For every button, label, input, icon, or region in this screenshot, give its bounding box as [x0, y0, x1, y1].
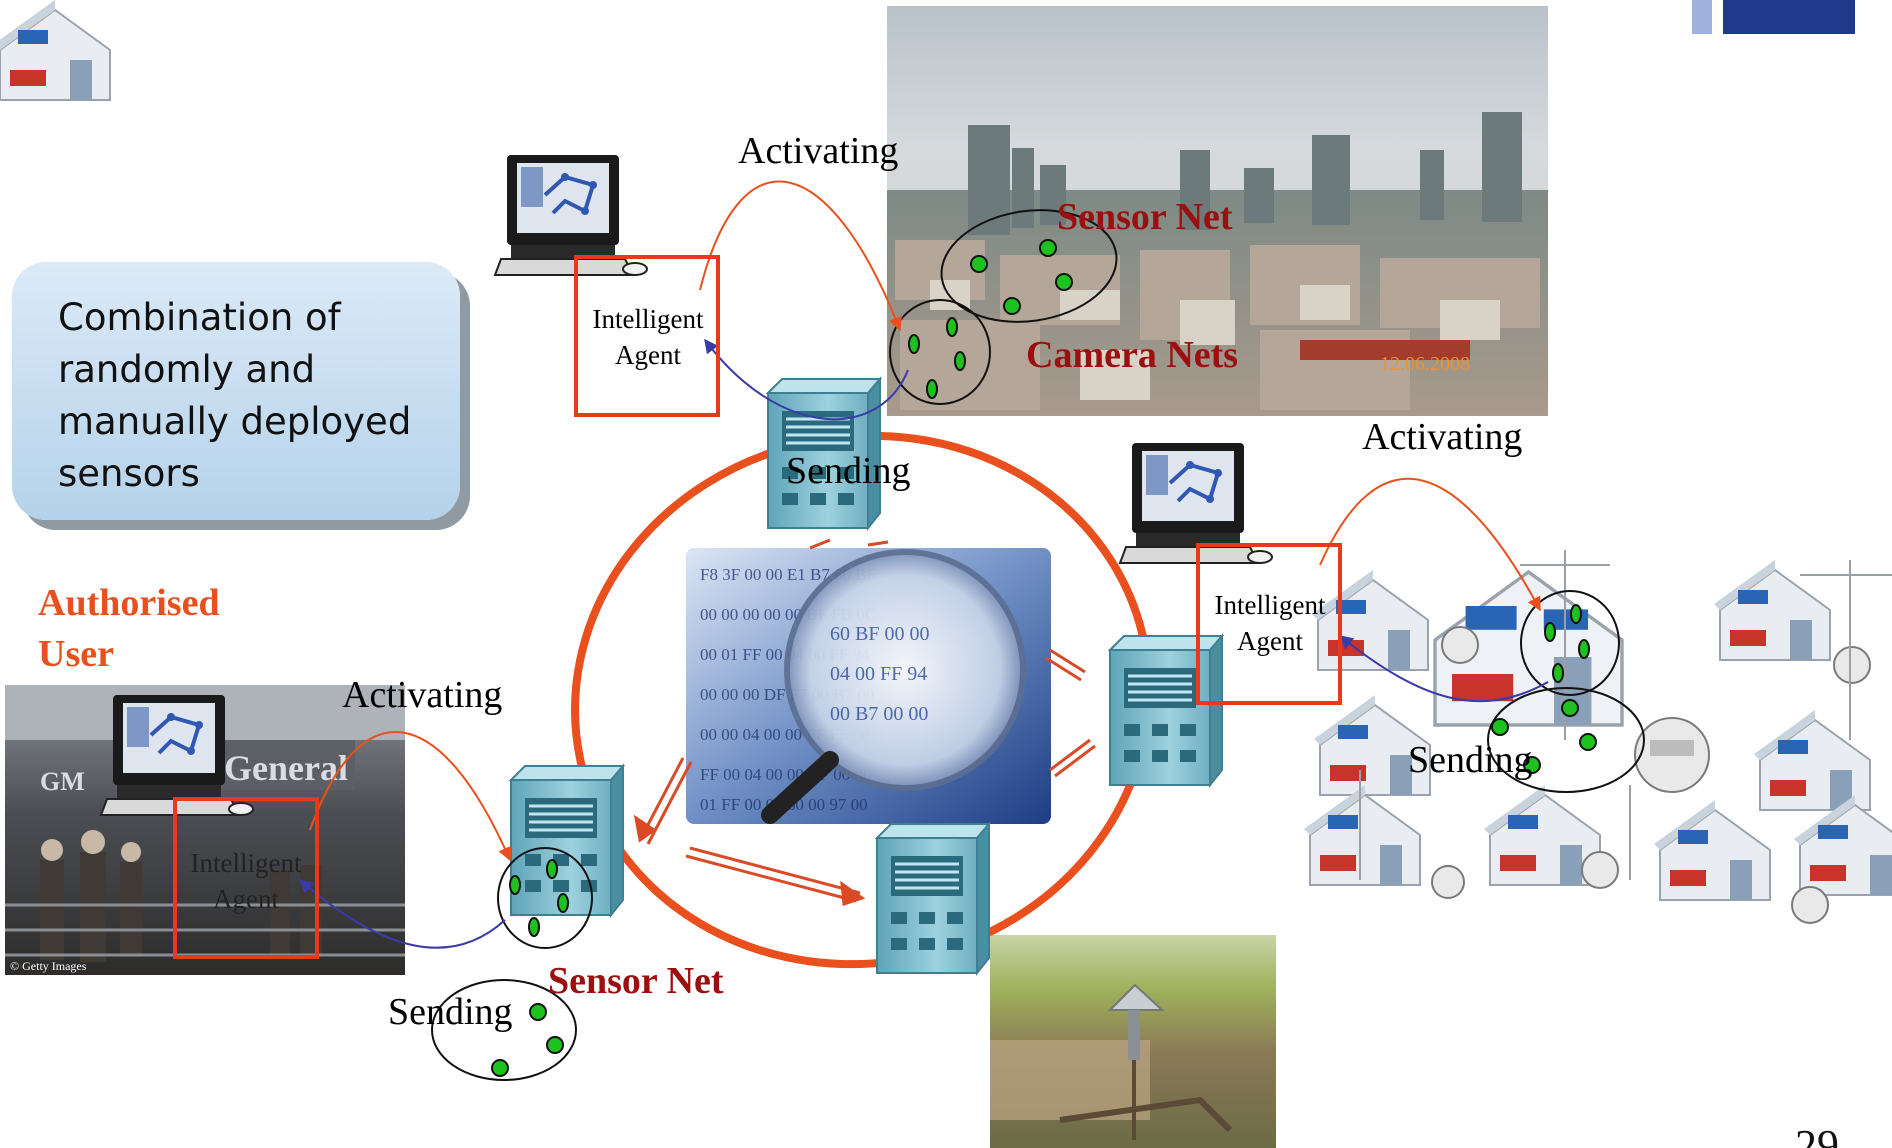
server-left	[509, 764, 625, 917]
agent-label-right: Intelligent Agent	[1200, 587, 1340, 660]
data-magnifier-image: F8 3F 00 00 E1 B7 60 BF 00 00 00 00 00 B…	[686, 548, 1051, 824]
sensor-net-label-bottom: Sensor Net	[548, 960, 724, 1002]
agent-line2: Agent	[213, 884, 279, 915]
agent-box-right	[1196, 543, 1342, 705]
sending-label-center: Sending	[786, 450, 911, 492]
sensor-nodes	[491, 239, 1597, 1077]
getty-credit: © Getty Images	[10, 959, 87, 973]
callout-text: Combination of randomly and manually dep…	[58, 296, 412, 495]
camera-nets-label: Camera Nets	[1026, 334, 1239, 376]
field-photo	[990, 935, 1276, 1148]
activating-label-left: Activating	[342, 674, 503, 716]
authorised-user-label: Authorised User	[38, 582, 220, 675]
agent-line1: Intelligent	[190, 848, 302, 878]
agent-line2: Agent	[1237, 626, 1303, 657]
building-sign: General	[224, 748, 348, 788]
agent-label-left: Intelligent Agent	[176, 845, 316, 918]
agent-label-top: Intelligent Agent	[580, 301, 716, 374]
sensor-clusters	[431, 209, 1645, 1081]
city-photo: 12.06.2008	[887, 6, 1548, 416]
agent-line1: Intelligent	[1214, 590, 1326, 620]
sending-label-bottom: Sending	[388, 991, 513, 1033]
page-number: 29	[1795, 1121, 1839, 1148]
slide-deco-bar-navy	[1723, 0, 1855, 34]
sending-label-right: Sending	[1408, 739, 1533, 781]
slide-deco-bar-light	[1692, 0, 1712, 34]
photo-date-stamp: 12.06.2008	[1380, 353, 1470, 375]
activating-label-right: Activating	[1362, 416, 1523, 458]
agent-box-left	[173, 797, 319, 959]
agent-line2: Agent	[615, 340, 681, 371]
building-logo: GM	[40, 767, 85, 796]
deployment-callout: Combination of randomly and manually dep…	[12, 262, 460, 520]
server-bottom	[875, 822, 991, 975]
agent-box-top	[574, 255, 720, 417]
sensor-net-label-top: Sensor Net	[1057, 196, 1233, 238]
svg-text:00 B7 00 00: 00 B7 00 00	[830, 703, 928, 725]
activating-label-top: Activating	[738, 130, 899, 172]
agent-line1: Intelligent	[592, 304, 704, 334]
signal-curves	[298, 180, 1549, 949]
core-link-arrows	[633, 538, 1096, 907]
svg-text:60 BF 00 00: 60 BF 00 00	[830, 623, 929, 645]
svg-text:04 00 FF 94: 04 00 FF 94	[830, 663, 927, 685]
